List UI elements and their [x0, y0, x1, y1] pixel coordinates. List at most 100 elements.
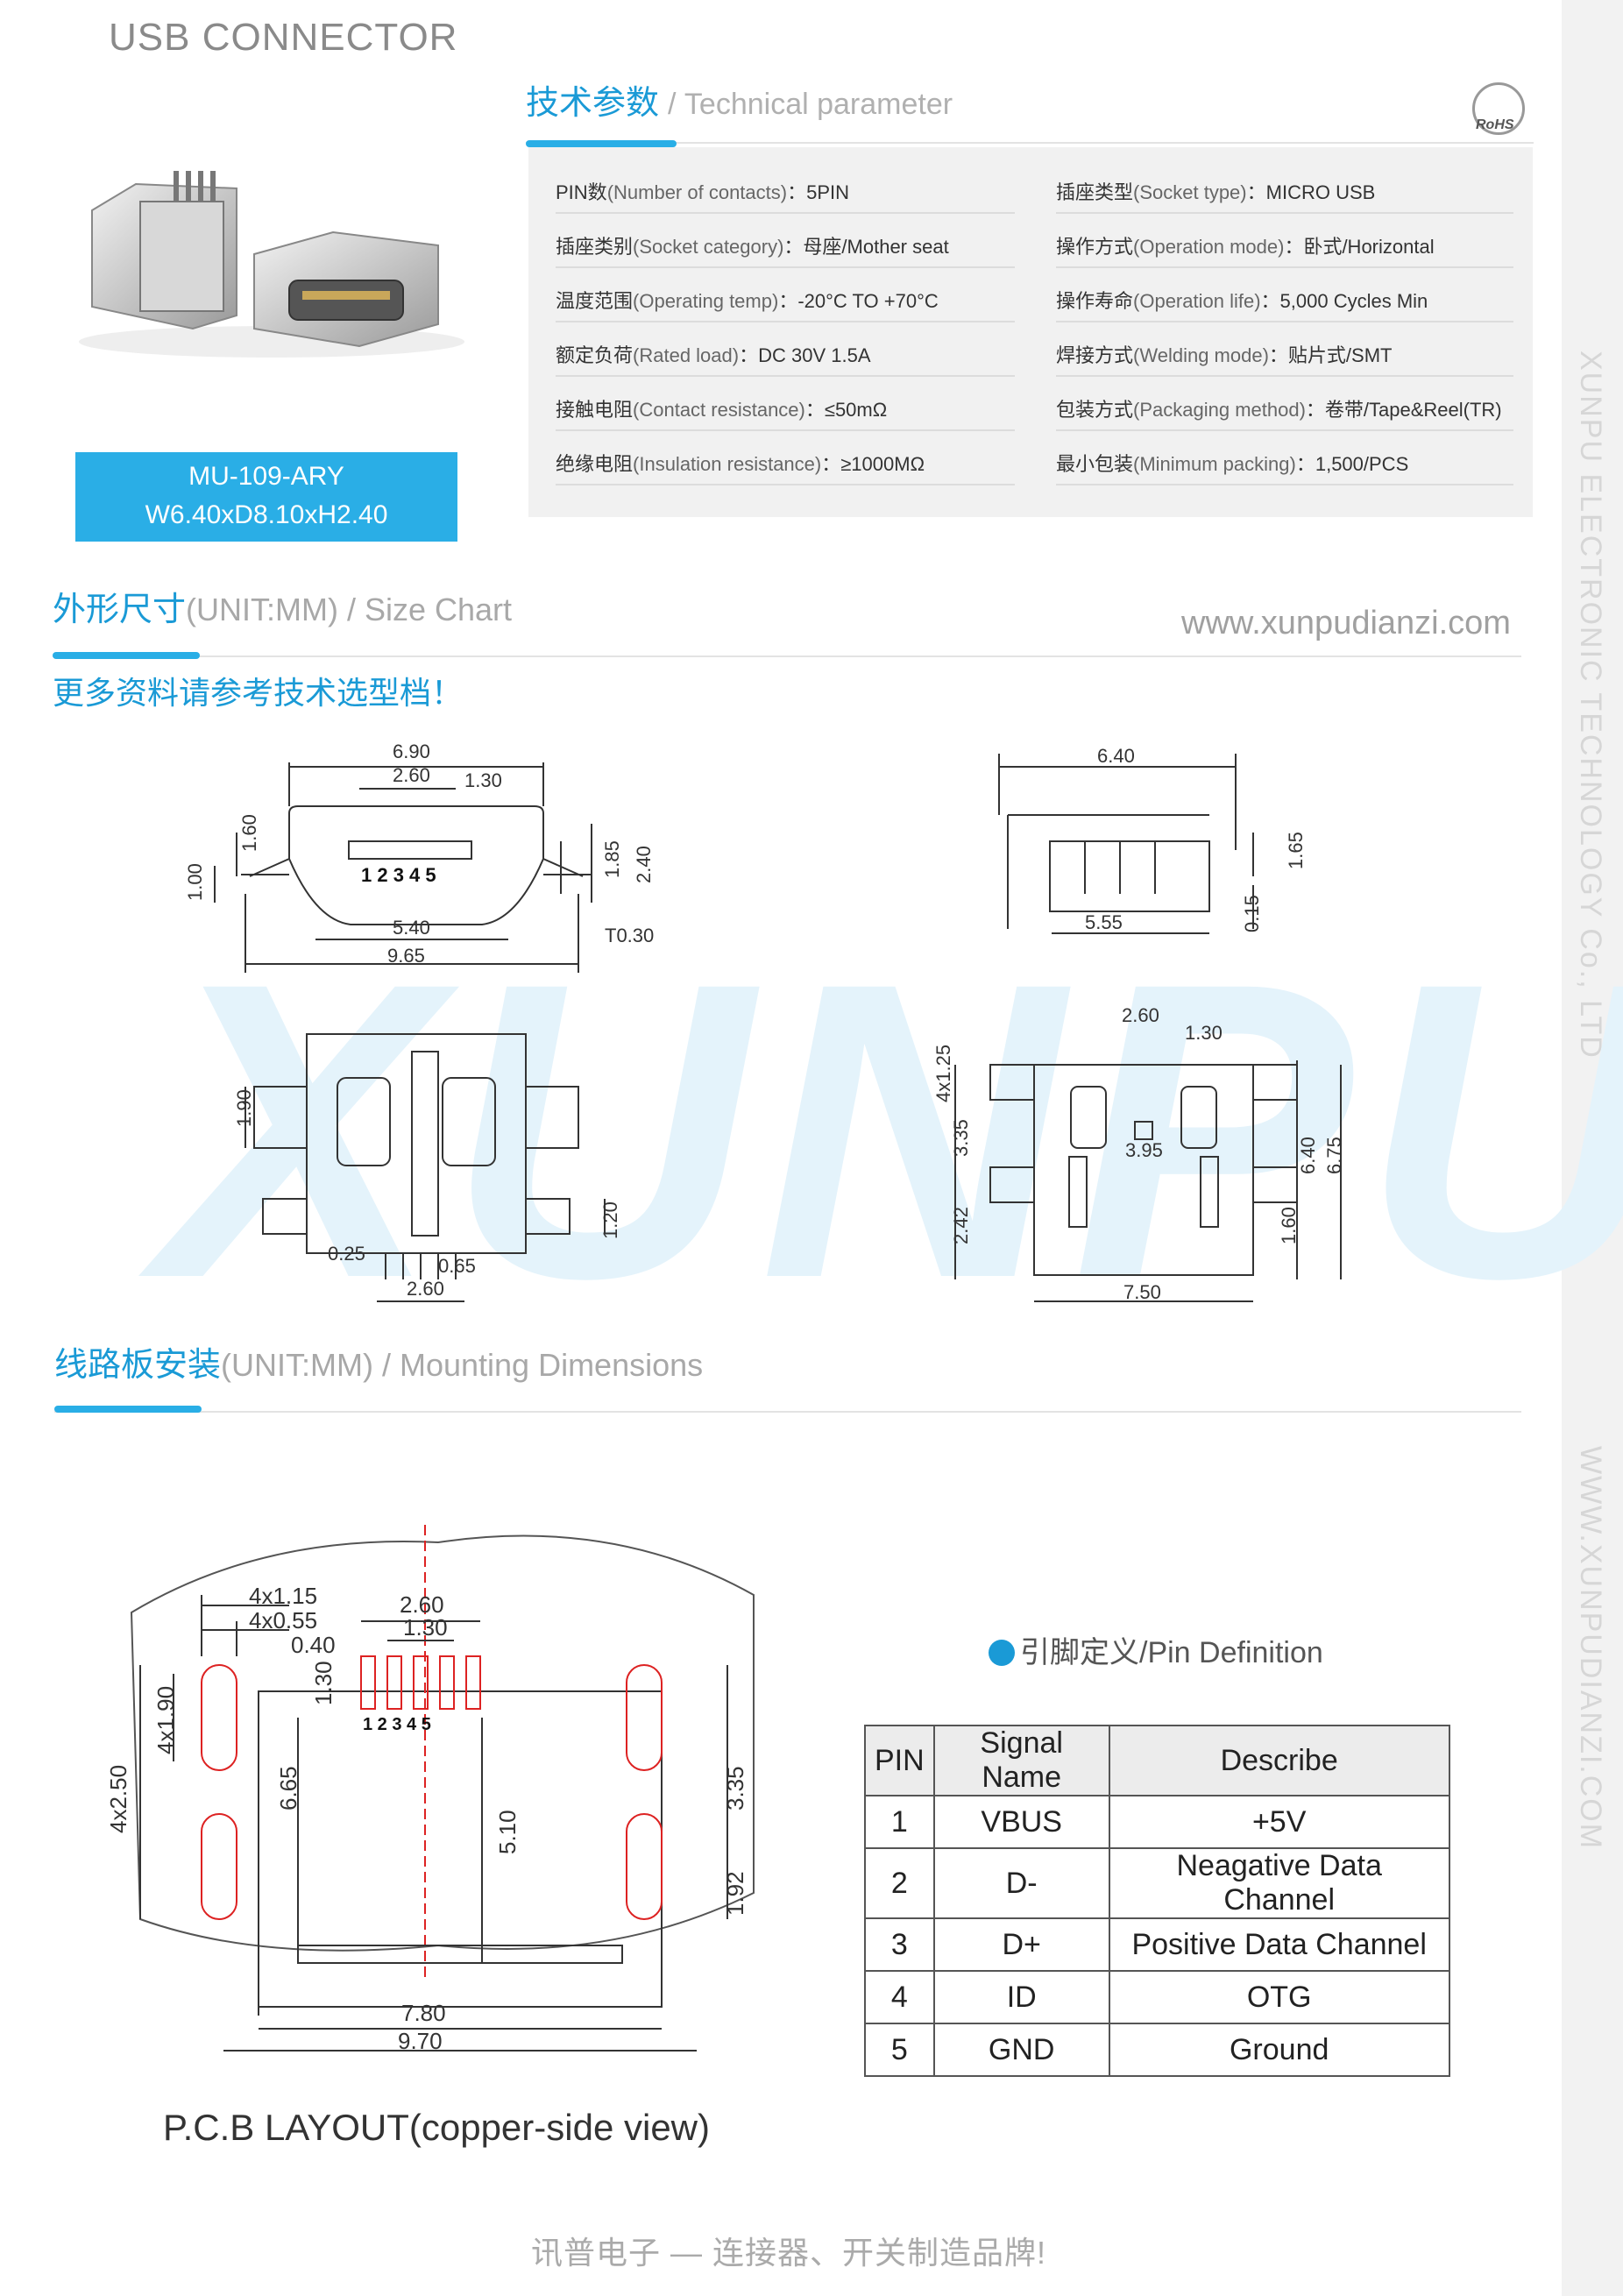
- bottom-dim-2: 1.30: [1185, 1022, 1223, 1044]
- param-item: 接触电阻(Contact resistance)：≤50mΩ: [556, 394, 887, 422]
- bottom-dim-7: 6.40: [1297, 1137, 1319, 1174]
- front-dim-2: 2.60: [393, 764, 430, 786]
- bottom-dim-4: 3.35: [950, 1119, 972, 1157]
- tech-param-box: [528, 147, 1533, 517]
- mounting-section-title: 线路板安装(UNIT:MM) / Mounting Dimensions: [54, 1337, 703, 1385]
- signal-name-cell: GND: [932, 2023, 1110, 2077]
- describe-cell: Positive Data Channel: [1108, 1917, 1450, 1972]
- describe-cell: Neagative Data Channel: [1108, 1847, 1450, 1919]
- describe-cell: +5V: [1108, 1795, 1450, 1849]
- size-rule: [53, 655, 1521, 657]
- model-number: MU-109-ARY: [188, 462, 344, 491]
- front-dim-4: 1.60: [238, 814, 260, 852]
- param-name-en: (Insulation resistance): [633, 453, 822, 475]
- side-dim-3: 5.55: [1085, 911, 1123, 933]
- pin-table-header-row: PIN Signal Name Describe: [864, 1725, 1450, 1796]
- param-value: ：卧式/Horizontal: [1284, 236, 1435, 258]
- rohs-icon: [1472, 82, 1525, 135]
- more-info-text: 更多资料请参考技术选型档！: [53, 675, 464, 711]
- param-name-cn: 包装方式: [1056, 399, 1134, 421]
- describe-col-header: Describe: [1108, 1725, 1450, 1796]
- pcb-dim-5: 0.40: [291, 1632, 336, 1658]
- param-item: 操作寿命(Operation life)：5,000 Cycles Min: [1056, 286, 1428, 314]
- param-name-en: (Number of contacts): [606, 181, 788, 203]
- bottom-view: 2.60 1.30 4x1.25 3.35 3.95 2.42 6.40 6.7…: [932, 1004, 1345, 1303]
- pin-definition-label: 引脚定义/Pin Definition: [1020, 1636, 1323, 1669]
- pcb-dim-1: 4x1.15: [249, 1583, 317, 1609]
- param-divider: [1056, 375, 1513, 377]
- pcb-layout-label: P.C.B LAYOUT(copper-side view): [163, 2107, 710, 2148]
- mounting-title-en: (UNIT:MM) / Mounting Dimensions: [221, 1347, 704, 1383]
- param-value: ：卷带/Tape&Reel(TR): [1305, 399, 1502, 421]
- pcb-dim-14: 9.70: [398, 2028, 443, 2054]
- bottom-dim-5: 3.95: [1125, 1139, 1163, 1161]
- param-item: 温度范围(Operating temp)：-20°C TO +70°C: [556, 286, 939, 314]
- param-name-en: (Contact resistance): [633, 399, 805, 421]
- param-item: 绝缘电阻(Insulation resistance)：≥1000MΩ: [556, 449, 925, 477]
- front-view: 6.90 2.60 1.30 1.60 1.00 1.85 2.40 5.40 …: [184, 741, 655, 973]
- top-view: 1.90 1.20 0.25 0.65 2.60: [233, 1033, 621, 1302]
- mounting-rule: [54, 1411, 1521, 1413]
- param-divider: [556, 321, 1015, 322]
- rohs-label: RoHS: [1476, 117, 1514, 132]
- param-value: ：1,500/PCS: [1295, 453, 1409, 475]
- pcb-dim-4: 1.30: [403, 1614, 448, 1641]
- sidebar-company: XUNPU ELECTRONIC TECHNOLOGY Co., LTD: [1574, 351, 1607, 1059]
- param-item: PIN数(Number of contacts)：5PIN: [556, 177, 849, 205]
- param-value: ：5PIN: [787, 181, 850, 203]
- pin-bullet-icon: [989, 1640, 1015, 1666]
- param-name-cn: 额定负荷: [556, 344, 634, 366]
- param-item: 包装方式(Packaging method)：卷带/Tape&Reel(TR): [1056, 394, 1502, 422]
- size-section-title: 外形尺寸(UNIT:MM) / Size Chart: [53, 582, 512, 630]
- pcb-dim-12: 1.92: [722, 1871, 748, 1916]
- pcb-dim-6: 1.30: [310, 1661, 337, 1705]
- front-pin-numbers: 1 2 3 4 5: [361, 864, 436, 886]
- product-photo: [79, 171, 464, 358]
- param-item: 操作方式(Operation mode)：卧式/Horizontal: [1056, 231, 1435, 259]
- pin-number-cell: 1: [864, 1795, 935, 1849]
- tech-rule-accent: [526, 140, 677, 147]
- side-view: 6.40 1.65 5.55 0.15: [998, 745, 1307, 934]
- param-name-en: (Socket type): [1133, 181, 1247, 203]
- pin-number-cell: 2: [864, 1847, 935, 1919]
- front-dim-3: 1.30: [464, 769, 502, 791]
- pcb-pin-numbers: 1 2 3 4 5: [363, 1715, 431, 1734]
- top-dim-2: 1.20: [599, 1201, 621, 1239]
- describe-cell: OTG: [1108, 1970, 1450, 2024]
- pin-number-cell: 4: [864, 1970, 935, 2024]
- param-name-en: (Rated load): [633, 344, 740, 366]
- param-name-cn: PIN数: [556, 181, 607, 203]
- param-value: ：MICRO USB: [1246, 181, 1376, 203]
- param-name-en: (Welding mode): [1133, 344, 1269, 366]
- bottom-dim-8: 6.75: [1323, 1137, 1345, 1174]
- param-divider: [556, 429, 1015, 431]
- param-divider: [1056, 266, 1513, 268]
- sidebar-website: WWW.XUNPUDIANZI.COM: [1574, 1446, 1607, 1851]
- size-chart-drawings: 6.90 2.60 1.30 1.60 1.00 1.85 2.40 5.40 …: [184, 741, 1345, 1303]
- front-dim-9: 9.65: [387, 945, 425, 967]
- pcb-dim-11: 3.35: [722, 1766, 748, 1811]
- pin-number-cell: 3: [864, 1917, 935, 1972]
- sidebar-strip: [1562, 0, 1623, 2296]
- param-divider: [1056, 212, 1513, 214]
- param-item: 插座类型(Socket type)：MICRO USB: [1056, 177, 1375, 205]
- tech-section-title: 技术参数/ Technical parameter: [526, 75, 953, 124]
- side-dim-4: 0.15: [1241, 895, 1263, 932]
- bottom-dim-9: 1.60: [1278, 1207, 1300, 1244]
- pcb-dim-9: 6.65: [275, 1766, 301, 1811]
- front-dim-5: 1.00: [184, 863, 206, 901]
- model-label: MU-109-ARY W6.40xD8.10xH2.40: [75, 452, 457, 542]
- param-value: ：母座/Mother seat: [783, 236, 949, 258]
- pcb-dim-7: 4x2.50: [105, 1765, 131, 1833]
- param-value: ：≤50mΩ: [804, 399, 888, 421]
- pin-definition-title: 引脚定义/Pin Definition: [989, 1628, 1323, 1671]
- param-value: ：5,000 Cycles Min: [1260, 290, 1428, 312]
- param-divider: [556, 266, 1015, 268]
- param-item: 焊接方式(Welding mode)：贴片式/SMT: [1056, 340, 1392, 368]
- front-dim-1: 6.90: [393, 741, 430, 762]
- param-name-cn: 绝缘电阻: [556, 453, 634, 475]
- front-dim-6: 1.85: [601, 840, 623, 878]
- param-value: ：贴片式/SMT: [1268, 344, 1393, 366]
